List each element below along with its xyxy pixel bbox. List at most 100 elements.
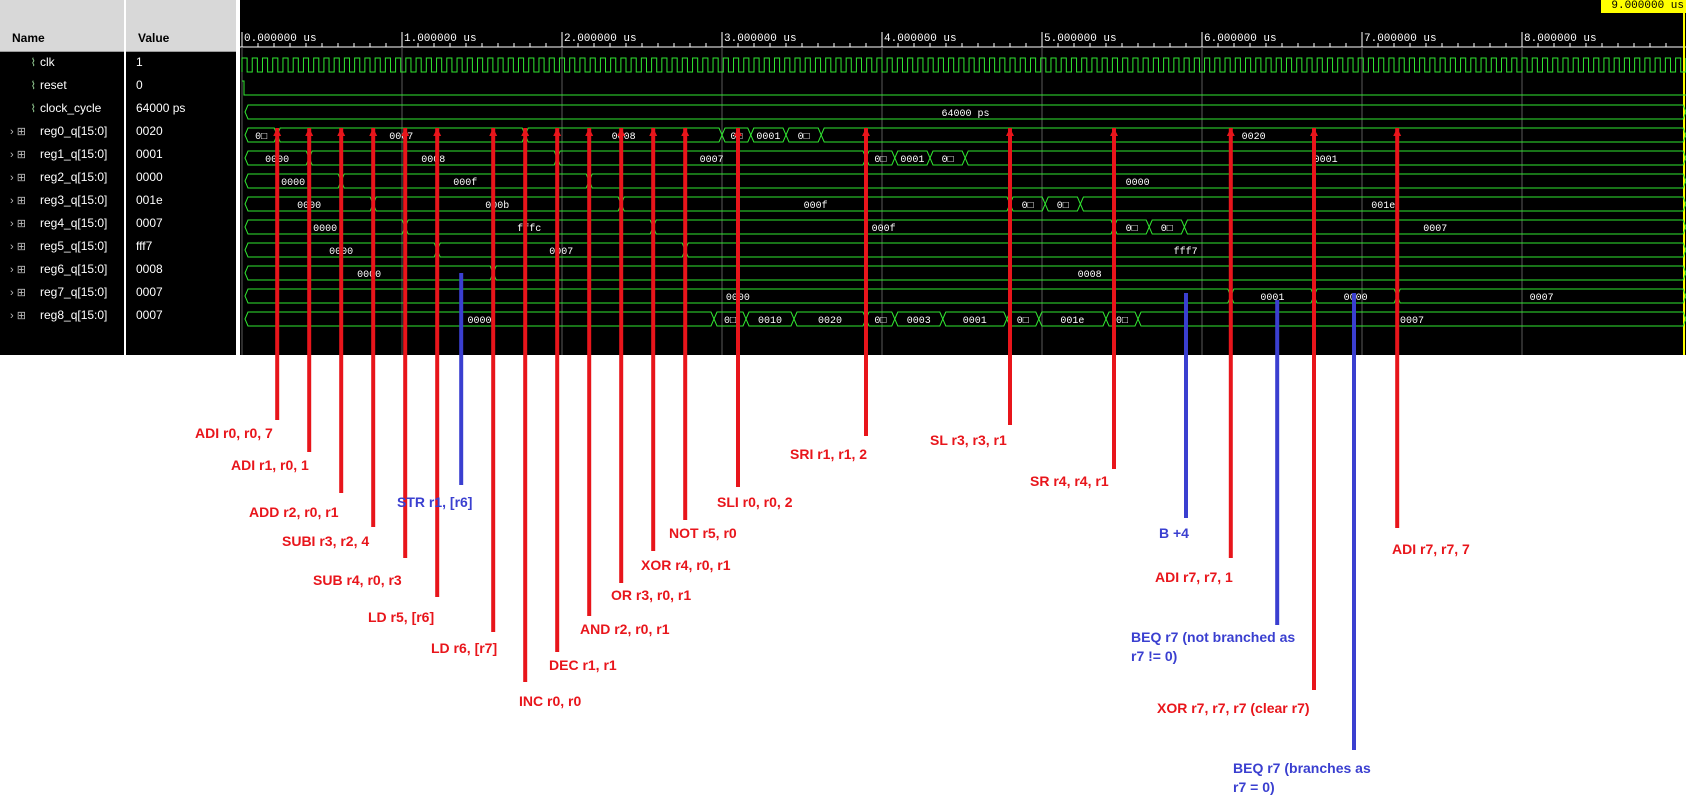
reg8-value: 0□	[724, 316, 736, 327]
signal-value: fff7	[136, 239, 153, 253]
reg1-value: 0008	[421, 155, 445, 166]
expand-chevron-icon[interactable]: › ⊞	[10, 287, 26, 299]
signal-row-reg5-q150[interactable]: › ⊞ reg5_q[15:0]	[0, 239, 107, 261]
annotation-arrowhead	[617, 128, 626, 136]
signal-name: clock_cycle	[40, 101, 102, 115]
reg1-segment	[964, 150, 1686, 166]
annotation-arrowhead	[1226, 128, 1235, 136]
reg5-value: fff7	[1174, 246, 1198, 258]
signal-name: reg3_q[15:0]	[40, 193, 108, 207]
annotation-arrowhead	[369, 128, 378, 136]
signal-value: 0007	[136, 285, 163, 299]
reg3-value: 0□	[1057, 201, 1069, 212]
time-tick-label: 6.000000 us	[1204, 33, 1277, 45]
reg3-segment	[1079, 196, 1686, 212]
reg8-value: 0□	[1116, 316, 1128, 327]
reg6-value: 0000	[357, 270, 381, 281]
signal-value: 0020	[136, 124, 163, 138]
annotation-label: XOR r7, r7, r7 (clear r7)	[1157, 700, 1310, 716]
signal-row-reg3-q150[interactable]: › ⊞ reg3_q[15:0]	[0, 193, 107, 215]
signal-value: 0007	[136, 216, 163, 230]
reg8-value: 0□	[1017, 316, 1029, 327]
signal-value: 1	[136, 55, 143, 69]
signal-row-reg8-q150[interactable]: › ⊞reg8_q[15:0]	[0, 308, 107, 330]
signal-row-reset[interactable]: ⌇reset	[0, 78, 67, 100]
reg1-value: 0001	[1314, 155, 1338, 166]
signal-name: reg7_q[15:0]	[40, 285, 108, 299]
reg2-value: 000f	[453, 177, 477, 189]
signal-row-clk[interactable]: ⌇clk	[0, 55, 55, 77]
reg3-value: 000b	[485, 200, 509, 212]
time-tick-label: 1.000000 us	[404, 33, 477, 45]
reg6-value: 0008	[1078, 270, 1102, 281]
reg8-value: 0020	[818, 316, 842, 327]
reg3-value: 001e	[1371, 201, 1395, 212]
name-column-header[interactable]: Name	[0, 0, 124, 52]
annotation-arrowhead	[433, 128, 442, 136]
signal-value: 001e	[136, 193, 163, 207]
annotation-label: ADI r7, r7, 1	[1155, 569, 1233, 585]
expand-chevron-icon[interactable]: › ⊞	[10, 126, 26, 138]
reg5-segment	[684, 242, 1686, 258]
reg4-value: 0007	[1423, 224, 1447, 235]
annotation-label: DEC r1, r1	[549, 657, 617, 673]
waveform-divider[interactable]	[236, 0, 240, 355]
signal-name: clk	[40, 55, 55, 69]
reg4-value: 000f	[872, 223, 896, 235]
signal-name: reg5_q[15:0]	[40, 239, 108, 253]
annotation-label: NOT r5, r0	[669, 525, 737, 541]
signal-row-reg1-q150[interactable]: › ⊞reg1_q[15:0]	[0, 147, 107, 169]
signal-name: reg0_q[15:0]	[40, 124, 108, 138]
reg1-value: 0001	[900, 155, 924, 166]
time-tick-label: 4.000000 us	[884, 33, 957, 45]
value-column-header[interactable]: Value	[126, 0, 236, 52]
annotation-arrowhead	[489, 128, 498, 136]
expand-chevron-icon[interactable]: › ⊞	[10, 149, 26, 161]
logic-signal-icon: ⌇	[30, 80, 36, 92]
expand-chevron-icon[interactable]: › ⊞	[10, 172, 26, 184]
reg1-value: 0□	[874, 155, 886, 166]
annotation-arrowhead	[1393, 128, 1402, 136]
signal-name-panel: Name ⌇clk⌇reset⌇clock_cycle› ⊞reg0_q[15:…	[0, 0, 124, 355]
expand-chevron-icon[interactable]: › ⊞	[10, 218, 26, 230]
reg1-value: 0007	[700, 155, 724, 166]
signal-value: 0008	[136, 262, 163, 276]
annotation-arrowhead	[1006, 128, 1014, 136]
reg7-value: 0001	[1260, 293, 1284, 304]
annotation-label: XOR r4, r0, r1	[641, 557, 731, 573]
expand-chevron-icon[interactable]: › ⊞	[10, 241, 26, 253]
clk-waveform	[241, 57, 1686, 73]
signal-row-clock-cycle[interactable]: ⌇clock_cycle	[0, 101, 102, 123]
annotation-arrowhead	[734, 128, 742, 136]
signal-row-reg4-q150[interactable]: › ⊞reg4_q[15:0]	[0, 216, 107, 238]
reg5-value: 0007	[549, 247, 573, 258]
reg8-value: 0003	[907, 316, 931, 327]
annotation-label: ADI r7, r7, 7	[1392, 541, 1470, 557]
reg7-value: 0007	[1530, 293, 1554, 304]
annotation-arrowhead	[521, 128, 530, 136]
expand-chevron-icon[interactable]: › ⊞	[10, 310, 26, 322]
annotation-label: BEQ r7 (not branched as r7 != 0)	[1131, 629, 1296, 664]
annotation-arrowhead	[553, 128, 562, 136]
annotation-label: SLI r0, r0, 2	[717, 494, 793, 510]
time-tick-label: 7.000000 us	[1364, 33, 1437, 45]
reg8-value: 0007	[1400, 316, 1424, 327]
signal-row-reg0-q150[interactable]: › ⊞ reg0_q[15:0]	[0, 124, 107, 146]
reg4-value: 0000	[313, 224, 337, 235]
annotation-arrowhead	[585, 128, 594, 136]
reg4-value: 0□	[1161, 224, 1173, 235]
expand-chevron-icon[interactable]: › ⊞	[10, 195, 26, 207]
signal-row-reg2-q150[interactable]: › ⊞reg2_q[15:0]	[0, 170, 107, 192]
reg8-value: 0001	[963, 316, 987, 327]
signal-name: reg6_q[15:0]	[40, 262, 108, 276]
expand-chevron-icon[interactable]: › ⊞	[10, 264, 26, 276]
clock-cycle-value: 64000 ps	[941, 109, 989, 120]
signal-row-reg6-q150[interactable]: › ⊞ reg6_q[15:0]	[0, 262, 107, 284]
annotation-label: AND r2, r0, r1	[580, 621, 670, 637]
signal-value: 0001	[136, 147, 163, 161]
column-divider[interactable]	[124, 0, 126, 355]
signal-row-reg7-q150[interactable]: › ⊞ reg7_q[15:0]	[0, 285, 107, 307]
reg3-value: 000f	[804, 200, 828, 212]
